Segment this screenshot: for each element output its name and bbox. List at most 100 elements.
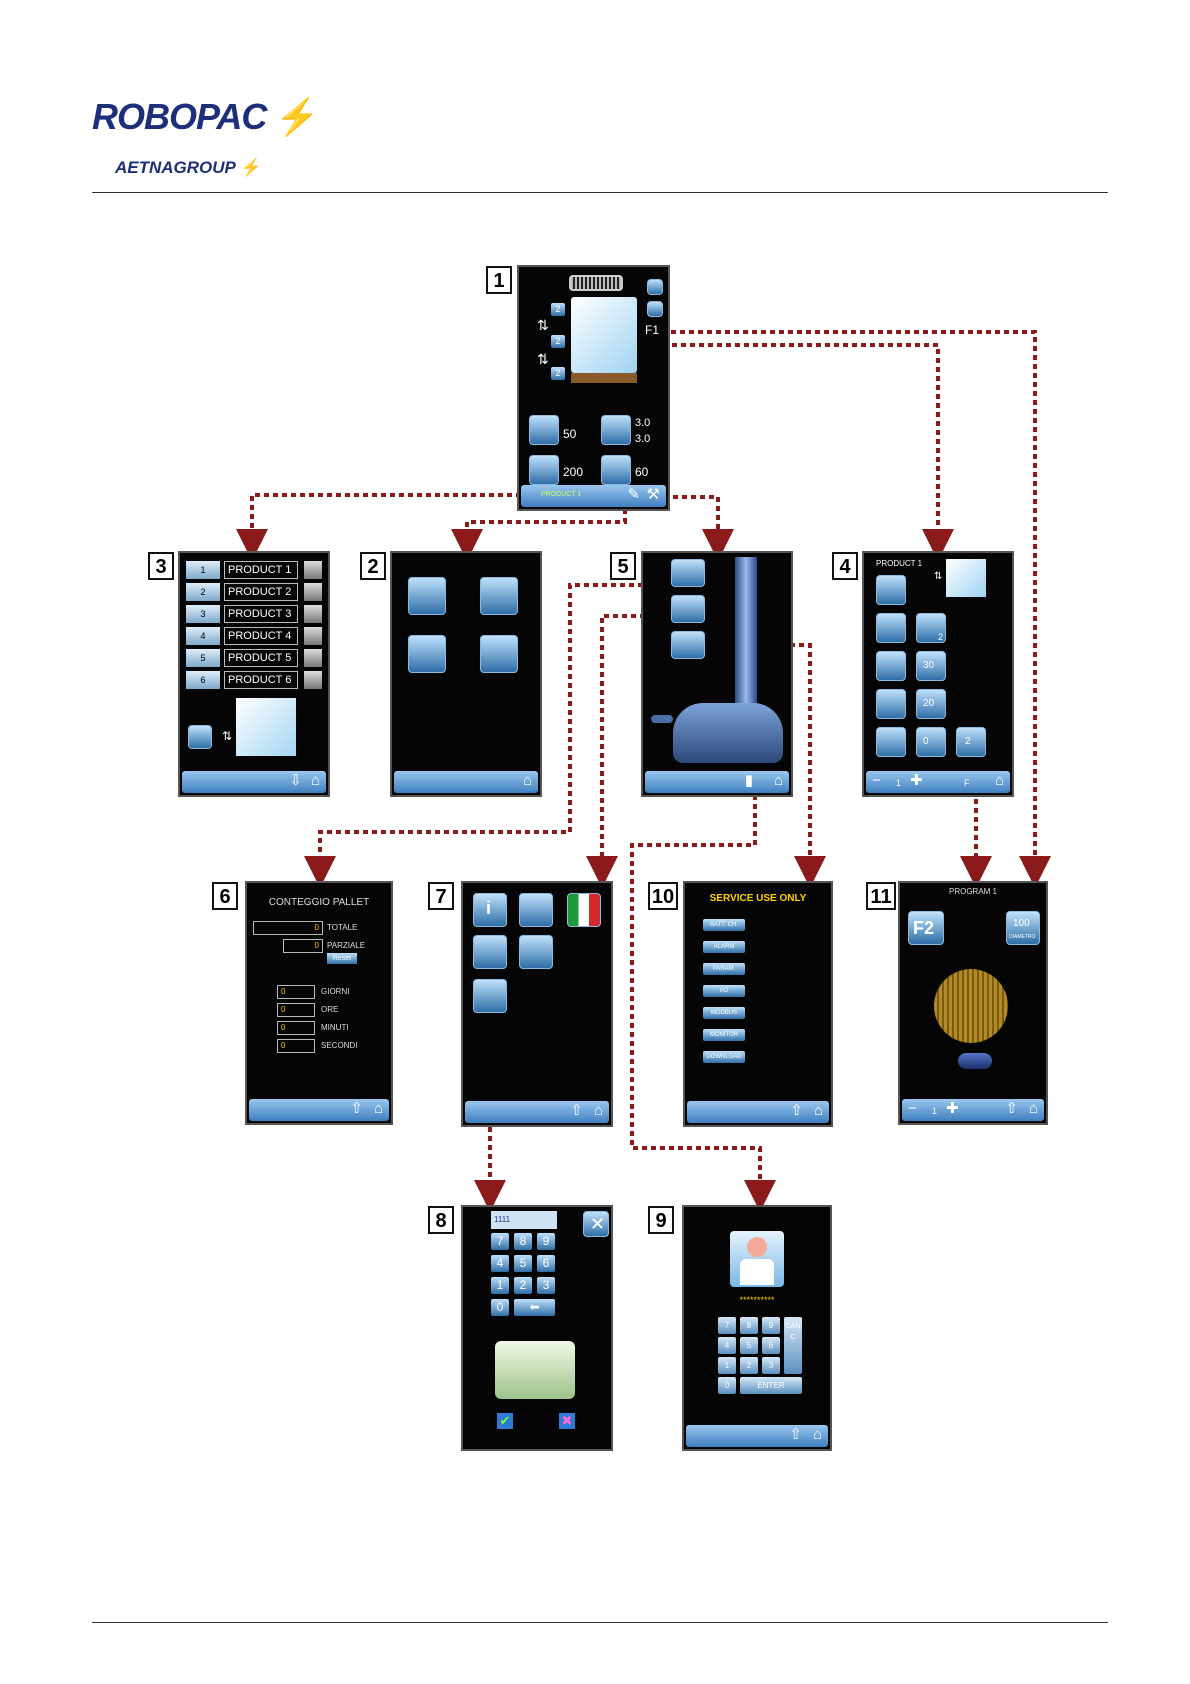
up-down-icon[interactable] xyxy=(876,613,906,643)
key-5[interactable]: 5 xyxy=(740,1337,758,1354)
code-display[interactable]: 1111 xyxy=(491,1211,557,1229)
alarm-button[interactable]: ALARM xyxy=(703,941,745,953)
io-button[interactable]: I/O xyxy=(703,985,745,997)
cancel-icon[interactable]: ✖ xyxy=(559,1413,575,1429)
arrow-up-icon[interactable]: ⇧ xyxy=(789,1426,802,1443)
password-field[interactable]: ********** xyxy=(739,1295,775,1305)
param-button[interactable]: PARAM. xyxy=(703,963,745,975)
arrow-up-icon[interactable]: ⇧ xyxy=(350,1100,363,1117)
key-6[interactable]: 6 xyxy=(762,1337,780,1354)
photocell-icon[interactable] xyxy=(876,651,906,681)
key-7[interactable]: 7 xyxy=(491,1233,509,1250)
close-icon[interactable]: ✕ xyxy=(583,1211,609,1237)
info-icon[interactable]: i xyxy=(473,893,507,927)
delay-value[interactable]: 0 xyxy=(916,727,946,757)
minus-icon[interactable]: − xyxy=(908,1100,917,1117)
home-icon[interactable]: ⌂ xyxy=(593,1102,603,1119)
counter-icon[interactable] xyxy=(671,559,705,587)
key-5[interactable]: 5 xyxy=(514,1255,532,1272)
step-counter-middle[interactable]: 2 xyxy=(551,335,565,348)
step-counter-bottom[interactable]: 2 xyxy=(551,367,565,380)
key-2[interactable]: 2 xyxy=(740,1357,758,1374)
home-icon[interactable]: ⌂ xyxy=(994,772,1004,789)
product-selector[interactable]: PRODUCT 1 xyxy=(541,491,582,498)
settings-shortcut-icon[interactable] xyxy=(647,279,663,295)
home-icon[interactable]: ⌂ xyxy=(373,1100,383,1117)
step-counter-top[interactable]: 2 xyxy=(551,303,565,316)
speaker-icon[interactable] xyxy=(519,935,553,969)
home-icon[interactable]: ⌂ xyxy=(813,1102,823,1119)
f-button[interactable]: F xyxy=(964,778,970,788)
base-wrap-icon[interactable] xyxy=(876,727,906,757)
gear-icon[interactable] xyxy=(671,631,705,659)
home-icon[interactable]: ⌂ xyxy=(1028,1100,1038,1117)
arrow-up-icon[interactable]: ⇧ xyxy=(1005,1100,1018,1117)
home-icon[interactable]: ⌂ xyxy=(522,772,532,789)
key-3[interactable]: 3 xyxy=(537,1277,555,1294)
battery-charge-button[interactable]: BATT. CH. xyxy=(703,919,745,931)
f1-label[interactable]: F1 xyxy=(645,323,660,337)
confirm-icon[interactable]: ✔ xyxy=(497,1413,513,1429)
key-6[interactable]: 6 xyxy=(537,1255,555,1272)
plus-icon[interactable]: ✚ xyxy=(910,772,923,789)
key-4[interactable]: 4 xyxy=(718,1337,736,1354)
key-0[interactable]: 0 xyxy=(718,1377,736,1394)
prestretch-icon[interactable] xyxy=(529,455,559,485)
pallet-height-icon[interactable] xyxy=(188,725,212,749)
manual-cycle-icon[interactable] xyxy=(408,635,446,673)
plus-icon[interactable]: ✚ xyxy=(946,1100,959,1117)
reinforce-cycle-icon[interactable] xyxy=(480,635,518,673)
key-8[interactable]: 8 xyxy=(740,1317,758,1334)
key-0[interactable]: 0 xyxy=(491,1299,509,1316)
lock-icon[interactable] xyxy=(519,893,553,927)
speedometer-icon[interactable] xyxy=(473,935,507,969)
reset-button[interactable]: Reset xyxy=(327,953,357,964)
key-4[interactable]: 4 xyxy=(491,1255,509,1272)
rotations-icon[interactable] xyxy=(601,415,631,445)
enter-button[interactable]: ENTER xyxy=(740,1377,802,1394)
key-3[interactable]: 3 xyxy=(762,1357,780,1374)
home-icon[interactable]: ⌂ xyxy=(310,772,320,789)
language-flag-icon[interactable] xyxy=(567,893,601,927)
key-9[interactable]: 9 xyxy=(537,1233,555,1250)
percent-value[interactable]: 2 xyxy=(956,727,986,757)
top-overlap-value[interactable]: 30 xyxy=(916,651,946,681)
key-9[interactable]: 9 xyxy=(762,1317,780,1334)
f2-button[interactable]: F2 xyxy=(908,911,944,945)
key-1[interactable]: 1 xyxy=(718,1357,736,1374)
minus-icon[interactable]: − xyxy=(872,772,881,789)
home-icon[interactable]: ⌂ xyxy=(812,1426,822,1443)
canc-button[interactable]: CANC xyxy=(784,1317,802,1374)
bottom-overlap-value[interactable]: 20 xyxy=(916,689,946,719)
display-icon[interactable] xyxy=(671,595,705,623)
key-1[interactable]: 1 xyxy=(491,1277,509,1294)
monitor-button[interactable]: MONITOR xyxy=(703,1029,745,1041)
home-icon[interactable]: ⌂ xyxy=(773,772,783,789)
film-cut-icon[interactable]: 2 xyxy=(916,613,946,643)
modbus-button[interactable]: MODBUS xyxy=(703,1007,745,1019)
arrow-up-icon[interactable]: ⇧ xyxy=(570,1102,583,1119)
speed-icon[interactable] xyxy=(601,455,631,485)
wrench-icon[interactable]: ⚒ xyxy=(646,486,660,503)
top-sheet-cycle-icon[interactable] xyxy=(480,577,518,615)
arrow-up-icon[interactable]: ⇧ xyxy=(790,1102,803,1119)
enter-arrow-icon[interactable]: ⬅ xyxy=(514,1299,555,1316)
key-7[interactable]: 7 xyxy=(718,1317,736,1334)
pallet-height-icon[interactable] xyxy=(876,575,906,605)
bottom-wrap-icon[interactable] xyxy=(876,689,906,719)
key-icon[interactable] xyxy=(473,979,507,1013)
key-icon[interactable]: ▮ xyxy=(744,772,753,789)
feather-icon[interactable]: ✎ xyxy=(627,486,640,503)
camera-shortcut-icon[interactable] xyxy=(647,301,663,317)
key-2[interactable]: 2 xyxy=(514,1277,532,1294)
download-button[interactable]: DOWNLOAD xyxy=(703,1051,745,1063)
key-8[interactable]: 8 xyxy=(514,1233,532,1250)
wrap-cycle-icon[interactable] xyxy=(408,577,446,615)
